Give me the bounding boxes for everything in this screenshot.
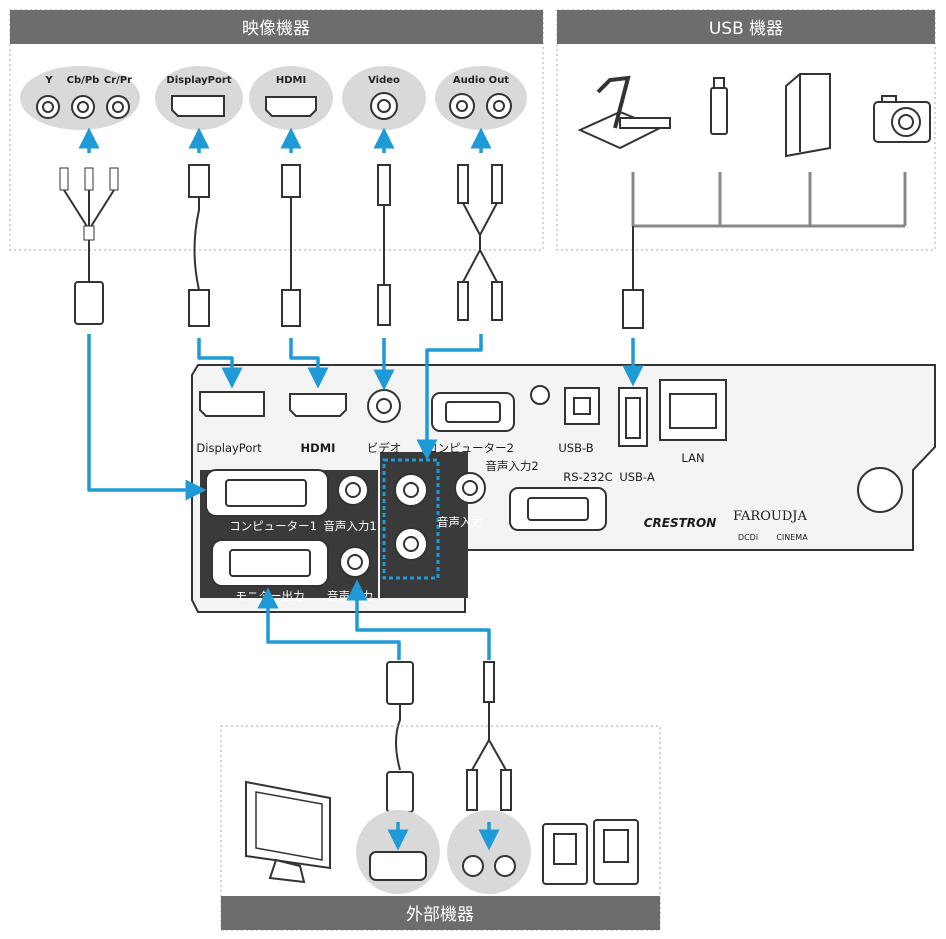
monitor-cable [387,662,413,812]
speakers-icon [543,820,638,884]
component-port-bubble: Y Cb/Pb Cr/Pr [20,66,140,130]
video-jack-icon [371,93,397,119]
component-y-label: Y [44,75,53,86]
panel-monitor-out-label: モニター出力 [236,589,305,603]
displayport-plug-icon [189,290,209,326]
displayport-cable [189,165,209,326]
video-devices-title: 映像機器 [242,19,310,39]
panel-usb-b-jack: USB-B [558,388,599,455]
displayport-port-bubble: DisplayPort [155,66,243,130]
panel-audio-out-label: 音声出力 [327,589,373,603]
svg-text:DCDi: DCDi [738,533,758,542]
hdmi-jack-icon [266,97,316,116]
video-source-label: Video [368,75,400,86]
video-cable [378,165,390,325]
displayport-source-label: DisplayPort [166,75,231,86]
panel-lan-label: LAN [681,451,704,465]
source-arrows [89,138,481,153]
component-cr-label: Cr/Pr [104,75,132,86]
component-to-vga-cable [60,168,118,324]
monitor-icon [246,782,330,882]
audio-out-bubble [447,810,531,894]
panel-usb-b-label: USB-B [558,441,593,455]
external-devices-title: 外部機器 [406,905,474,925]
panel-hdmi-label: HDMI [301,441,336,455]
document-camera-icon [580,78,670,148]
rca-plug-icon [378,285,390,325]
speaker-cable [467,662,511,810]
panel-rs232c-label: RS-232C [563,470,612,484]
usb-plug-icon [623,290,643,328]
video-port-bubble: Video [342,66,426,130]
hdmi-port-bubble: HDMI [249,66,333,130]
usb-flash-drive-icon [711,78,727,134]
vga-plug-icon [75,282,103,324]
panel-displayport-label: DisplayPort [196,441,262,455]
rca-jack-icon [37,96,129,118]
audio-cable [458,165,502,320]
component-cb-label: Cb/Pb [67,75,100,86]
panel-audio-in-label: 音声入力 [437,515,483,529]
panel-usb-a-label: USB-A [619,470,655,484]
panel-computer1-label: コンピューター1 [229,519,317,533]
crestron-logo: CRESTRON [644,516,717,530]
monitor-out-bubble [356,810,440,894]
panel-video-label: ビデオ [367,441,402,455]
usb-devices-title: USB 機器 [709,19,783,39]
hdmi-plug-icon [282,290,300,326]
hdmi-cable [282,165,300,326]
external-drive-icon [786,74,830,156]
faroudja-logo: FAROUDJA [733,509,807,524]
audio-out-source-label: Audio Out [453,75,509,86]
hdmi-source-label: HDMI [276,75,306,86]
svg-text:CINEMA: CINEMA [776,533,808,542]
panel-audio-in2-label: 音声入力2 [485,459,538,473]
audio-out-port-bubble: Audio Out [435,66,527,130]
camera-icon [874,96,930,142]
panel-audio-in1-label: 音声入力1 [323,519,376,533]
panel-computer2-label: コンピューター2 [426,441,514,455]
displayport-jack-icon [172,96,224,116]
projector-panel: DisplayPort HDMI ビデオ コンピューター2 音声入力2 USB-… [192,365,935,612]
